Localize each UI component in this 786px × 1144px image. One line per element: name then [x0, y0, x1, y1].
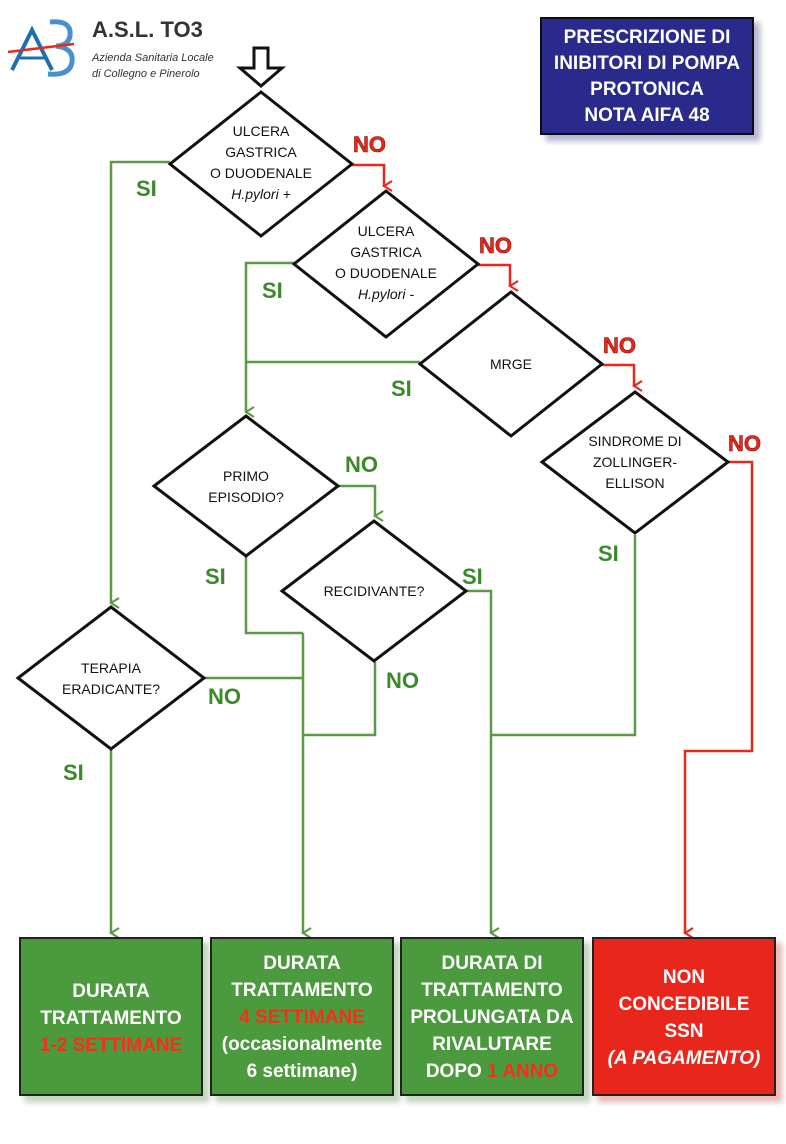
label-no-d1: NO — [353, 132, 386, 157]
title-line1: PRESCRIZIONE DI — [564, 27, 731, 48]
decision-primo-episodio: PRIMO EPISODIO? — [151, 414, 341, 558]
outcome-box-4: NON CONCEDIBILE SSN (A PAGAMENTO) — [592, 937, 776, 1096]
box3-line5-a: DOPO — [426, 1061, 487, 1082]
logo-line1: Azienda Sanitaria Locale — [91, 52, 214, 64]
label-no-terapia: NO — [208, 684, 241, 709]
connectors-green — [111, 160, 637, 933]
terapia-line1: TERAPIA — [81, 660, 142, 676]
edge-d1-no — [351, 163, 384, 186]
d1-line1: ULCERA — [233, 123, 290, 139]
outcome-box-2: DURATA TRATTAMENTO 4 SETTIMANE (occasion… — [210, 937, 394, 1096]
title-line3: PROTONICA — [590, 79, 704, 100]
edge-recid-si — [466, 589, 491, 933]
label-no-primo: NO — [345, 452, 378, 477]
box4-line4: (A PAGAMENTO) — [608, 1048, 761, 1069]
decision-ulcera-hp-pos: ULCERA GASTRICA O DUODENALE H.pylori + — [167, 90, 355, 238]
box4-line1: NON — [663, 967, 705, 988]
edge-recid-no — [303, 662, 377, 737]
zoll-line3: ELLISON — [605, 475, 664, 491]
box4-line2: CONCEDIBILE — [619, 994, 750, 1015]
box1-line2: TRATTAMENTO — [40, 1008, 181, 1029]
box3-line1: DURATA DI — [442, 953, 543, 974]
logo-org: A.S.L. TO3 — [92, 17, 203, 42]
decision-ulcera-hp-neg: ULCERA GASTRICA O DUODENALE H.pylori - — [291, 189, 481, 339]
edge-primo-no — [338, 484, 375, 516]
edge-zoll-no — [685, 460, 754, 933]
d1-line2: GASTRICA — [225, 144, 297, 160]
decision-terapia-eradicante: TERAPIA ERADICANTE? — [15, 605, 207, 751]
title-line4: NOTA AIFA 48 — [584, 105, 709, 126]
box2-line1: DURATA — [263, 953, 341, 974]
outcome-box-1: DURATA TRATTAMENTO 1-2 SETTIMANE — [19, 937, 203, 1096]
d2-line3: O DUODENALE — [335, 265, 437, 281]
label-si-d1: SI — [136, 176, 157, 201]
d1-line4: H.pylori + — [231, 186, 291, 202]
box2-line5: 6 settimane) — [247, 1061, 358, 1082]
box3-line3: PROLUNGATA DA — [410, 1007, 574, 1028]
label-no-recid: NO — [386, 668, 419, 693]
label-si-terapia: SI — [63, 760, 84, 785]
box3-line5-b: 1 ANNO — [487, 1061, 558, 1082]
box3-line2: TRATTAMENTO — [421, 980, 562, 1001]
box3-line5: DOPO 1 ANNO — [426, 1061, 558, 1082]
label-si-mrge: SI — [391, 376, 412, 401]
box1-line1: DURATA — [72, 981, 150, 1002]
mrge-label: MRGE — [490, 356, 532, 372]
decision-mrge: MRGE — [417, 290, 605, 438]
label-no-mrge: NO — [603, 333, 636, 358]
label-si-recid: SI — [462, 564, 483, 589]
d2-line4: H.pylori - — [358, 286, 414, 302]
d2-line2: GASTRICA — [350, 244, 422, 260]
decision-zollinger: SINDROME DI ZOLLINGER- ELLISON — [539, 390, 731, 535]
start-arrow-icon — [235, 46, 287, 88]
decision-recidivante: RECIDIVANTE? — [279, 519, 469, 663]
logo-line2: di Collegno e Pinerolo — [92, 68, 200, 80]
label-si-d2: SI — [262, 278, 283, 303]
edge-zoll-si — [491, 535, 637, 737]
recid-label: RECIDIVANTE? — [324, 583, 425, 599]
edge-d2-no — [478, 263, 510, 286]
zoll-line2: ZOLLINGER- — [593, 454, 677, 470]
box2-line2: TRATTAMENTO — [231, 980, 372, 1001]
d1-line3: O DUODENALE — [210, 165, 312, 181]
terapia-line2: ERADICANTE? — [62, 681, 160, 697]
d2-line1: ULCERA — [358, 223, 415, 239]
outcome-box-3: DURATA DI TRATTAMENTO PROLUNGATA DA RIVA… — [400, 937, 584, 1096]
box3-line4: RIVALUTARE — [432, 1034, 552, 1055]
connectors-red — [351, 163, 754, 933]
title-line2: INIBITORI DI POMPA — [554, 53, 740, 74]
asl-logo-mark-icon — [7, 19, 75, 77]
label-si-primo: SI — [205, 564, 226, 589]
box2-line4: (occasionalmente — [222, 1034, 383, 1055]
zoll-line1: SINDROME DI — [588, 433, 681, 449]
label-no-d2: NO — [479, 233, 512, 258]
title-box: PRESCRIZIONE DI INIBITORI DI POMPA PROTO… — [540, 17, 754, 135]
edge-d1-si — [111, 160, 170, 603]
box2-line3: 4 SETTIMANE — [239, 1007, 365, 1028]
asl-logo: A.S.L. TO3 Azienda Sanitaria Locale di C… — [7, 17, 214, 80]
primo-line2: EPISODIO? — [208, 489, 284, 505]
label-si-zoll: SI — [598, 541, 619, 566]
edge-primo-si — [244, 556, 303, 635]
box4-line3: SSN — [664, 1021, 703, 1042]
label-no-zoll: NO — [728, 431, 761, 456]
box1-line3: 1-2 SETTIMANE — [40, 1035, 183, 1056]
primo-line1: PRIMO — [223, 468, 269, 484]
edge-mrge-no — [602, 363, 634, 386]
